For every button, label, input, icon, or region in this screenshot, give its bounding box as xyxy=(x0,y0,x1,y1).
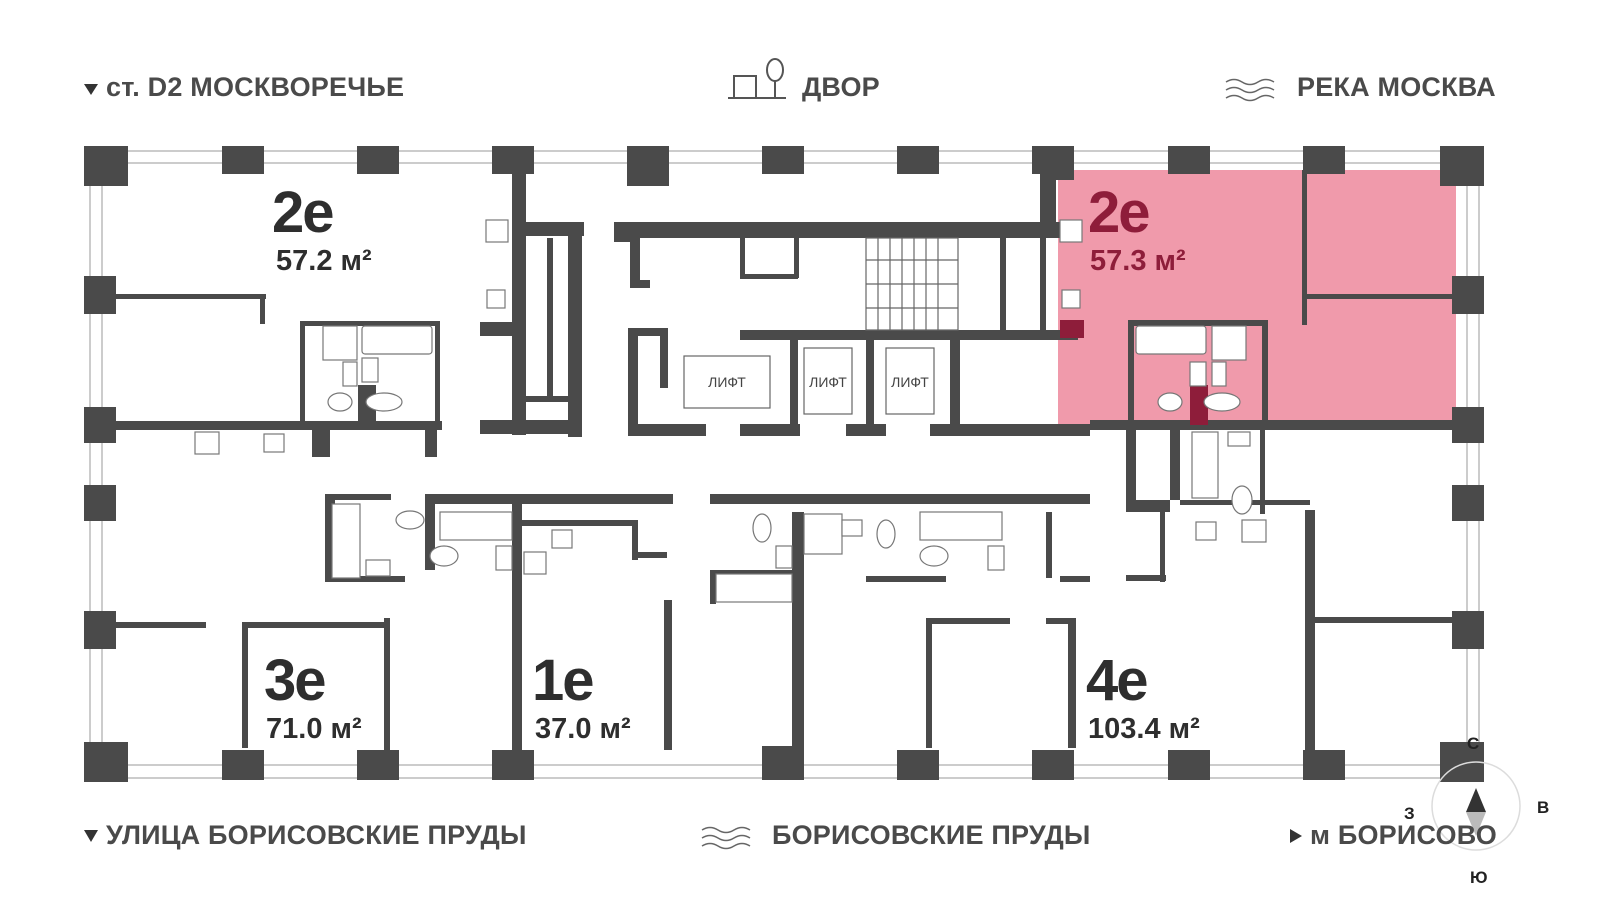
top-left-label: ст. D2 МОСКВОРЕЧЬЕ xyxy=(106,72,405,102)
compass-east: В xyxy=(1537,798,1550,817)
highlight-accent xyxy=(1060,320,1084,338)
water-waves-icon xyxy=(1225,78,1275,102)
compass-arrow-icon xyxy=(1466,788,1486,812)
top-right-label: РЕКА МОСКВА xyxy=(1297,72,1496,102)
highlight-accent xyxy=(1190,385,1208,425)
yard-icon xyxy=(728,58,786,99)
compass-south: Ю xyxy=(1470,868,1488,887)
apartment-area-label: 103.4 м² xyxy=(1088,713,1200,745)
lift-label: ЛИФТ xyxy=(809,374,847,390)
compass-west: З xyxy=(1404,804,1415,823)
apartment-type-label[interactable]: 1е xyxy=(532,648,594,713)
compass-north: С xyxy=(1467,734,1480,753)
apartment-area-label: 57.2 м² xyxy=(276,245,372,277)
apartment-type-label[interactable]: 4е xyxy=(1086,648,1148,713)
apartment-area-label: 37.0 м² xyxy=(535,713,631,745)
water-waves-icon xyxy=(701,826,751,850)
fixtures xyxy=(194,219,1267,603)
compass-circle xyxy=(1431,761,1521,851)
apartment-area-label: 57.3 м² xyxy=(1090,245,1186,277)
apartment-area-label: 71.0 м² xyxy=(266,713,362,745)
lift-cabins xyxy=(683,347,935,415)
walls xyxy=(84,146,1484,782)
stairs xyxy=(865,237,959,331)
apartment-type-label[interactable]: 2е xyxy=(1088,180,1150,245)
apartment-type-label[interactable]: 2е xyxy=(272,180,334,245)
top-center-label: ДВОР xyxy=(802,72,880,102)
triangle-right-icon xyxy=(1290,829,1302,843)
apartment-type-label[interactable]: 3е xyxy=(264,648,326,713)
triangle-down-icon xyxy=(84,84,98,95)
lift-label: ЛИФТ xyxy=(891,374,929,390)
bottom-center-label: БОРИСОВСКИЕ ПРУДЫ xyxy=(772,820,1091,850)
bottom-left-label: УЛИЦА БОРИСОВСКИЕ ПРУДЫ xyxy=(106,820,527,850)
triangle-down-icon xyxy=(84,830,98,842)
bottom-right-label: м БОРИСОВО xyxy=(1310,820,1497,850)
lift-label: ЛИФТ xyxy=(708,374,746,390)
